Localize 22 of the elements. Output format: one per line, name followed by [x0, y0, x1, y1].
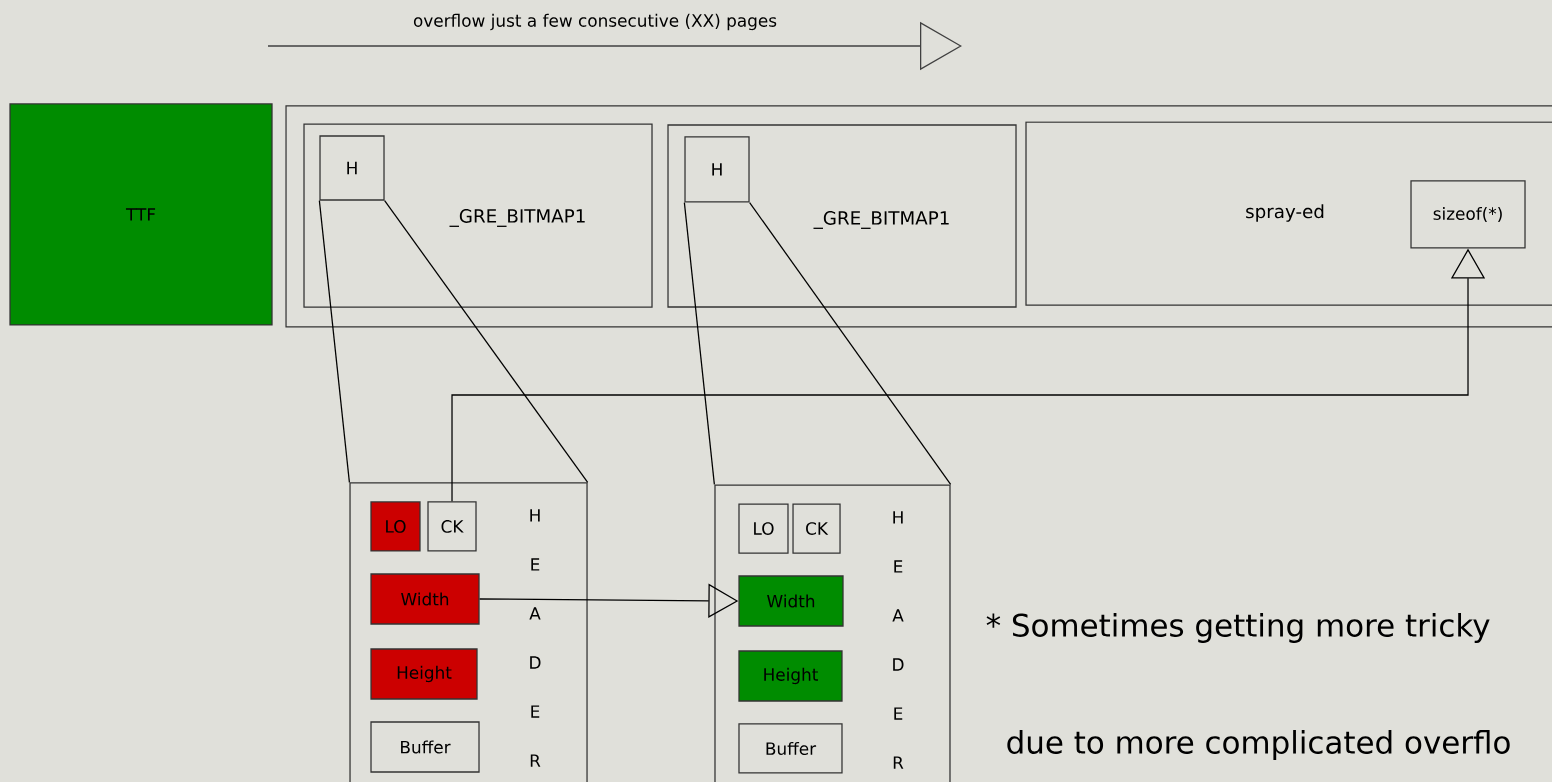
connector	[318, 200, 351, 483]
field-box: Width	[738, 575, 844, 627]
connector	[749, 201, 952, 485]
field-box: LO	[370, 501, 421, 552]
field-box: Buffer	[738, 723, 843, 774]
header-box: H	[319, 135, 385, 201]
field-box: CK	[792, 503, 841, 554]
field-box: Width	[370, 573, 480, 625]
field-box: Height	[738, 650, 843, 702]
field-box: sizeof(*)	[1410, 180, 1526, 249]
arrow-label: overflow just a few consecutive (XX) pages	[413, 13, 777, 31]
container-box	[285, 105, 1552, 328]
connector	[683, 201, 715, 485]
note-text: due to more complicated overflo	[1007, 730, 1510, 760]
field-box: LO	[738, 503, 789, 554]
note-text: * Sometimes getting more tricky	[986, 613, 1490, 643]
field-box: Height	[370, 648, 478, 700]
field-box: Buffer	[370, 721, 480, 773]
memory-block: TTF	[9, 103, 273, 326]
connector	[384, 200, 589, 483]
field-box: CK	[427, 501, 477, 552]
header-box: H	[684, 136, 750, 203]
